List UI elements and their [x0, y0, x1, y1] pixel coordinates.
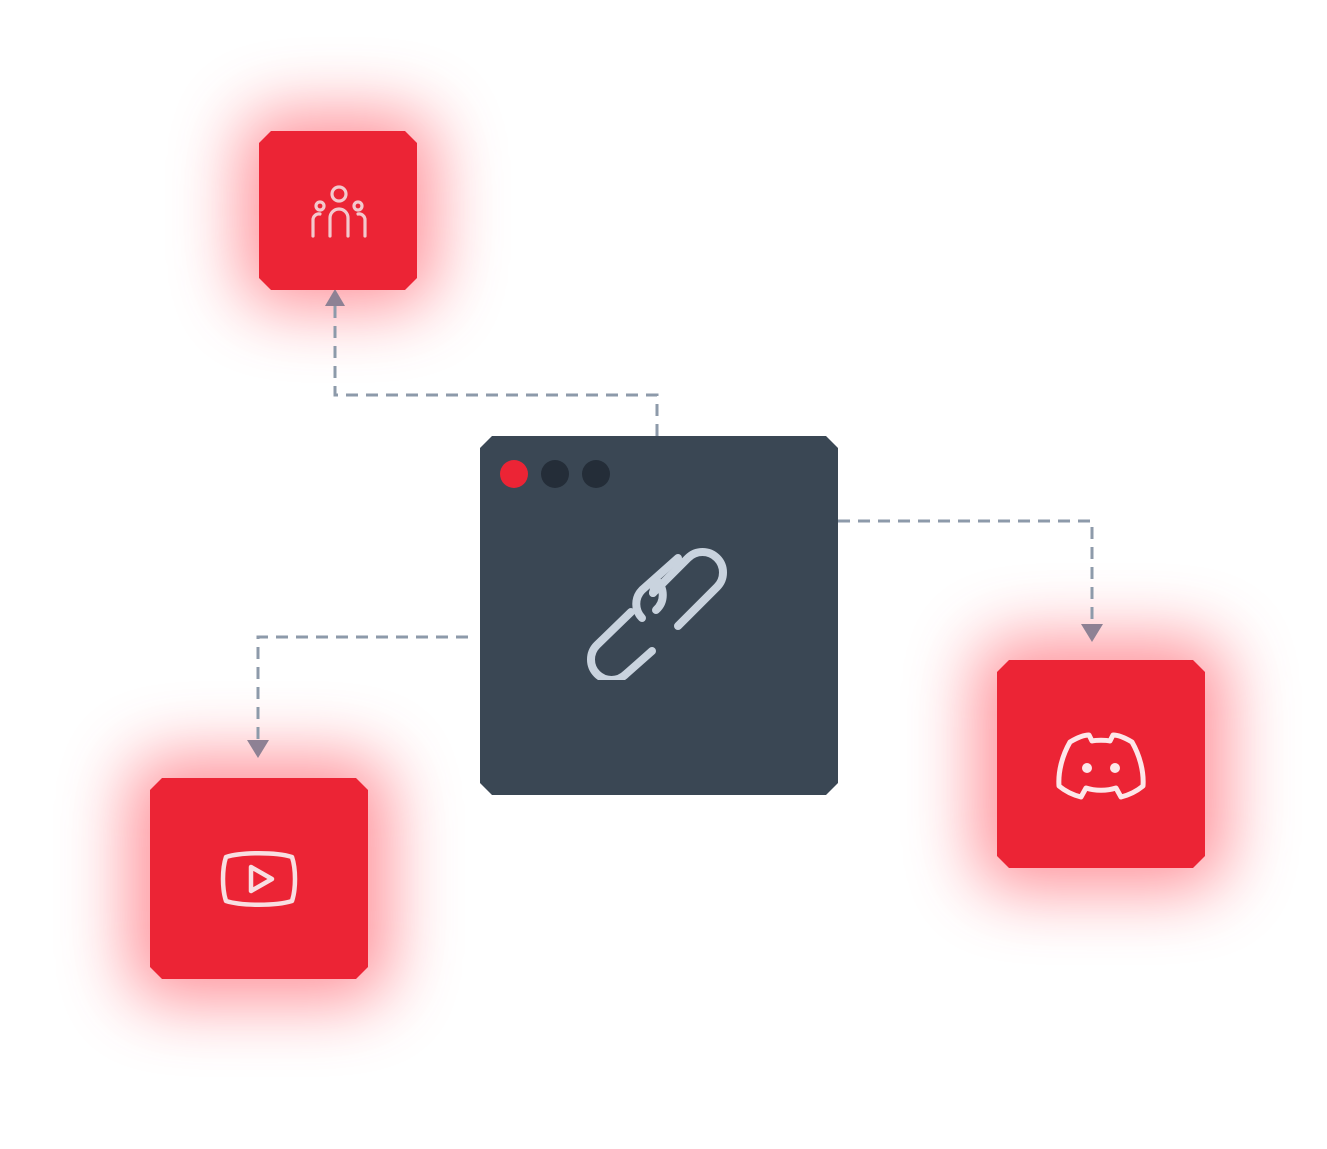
youtube-node[interactable] [150, 778, 368, 979]
connector-hub-to-discord [838, 519, 1094, 624]
window-controls [500, 460, 610, 488]
hub-window[interactable] [480, 436, 838, 795]
community-icon [311, 183, 367, 239]
maximize-dot[interactable] [582, 460, 610, 488]
connector-hub-to-community [333, 306, 659, 436]
discord-icon [1055, 732, 1147, 802]
discord-node[interactable] [997, 660, 1205, 868]
community-node[interactable] [259, 131, 417, 290]
minimize-dot[interactable] [541, 460, 569, 488]
arrow-to-community [325, 289, 345, 306]
close-dot[interactable] [500, 460, 528, 488]
link-icon [584, 548, 736, 680]
arrow-to-discord [1081, 624, 1103, 642]
connector-hub-to-youtube [256, 635, 468, 740]
youtube-icon [220, 849, 298, 909]
arrow-to-youtube [247, 740, 269, 758]
